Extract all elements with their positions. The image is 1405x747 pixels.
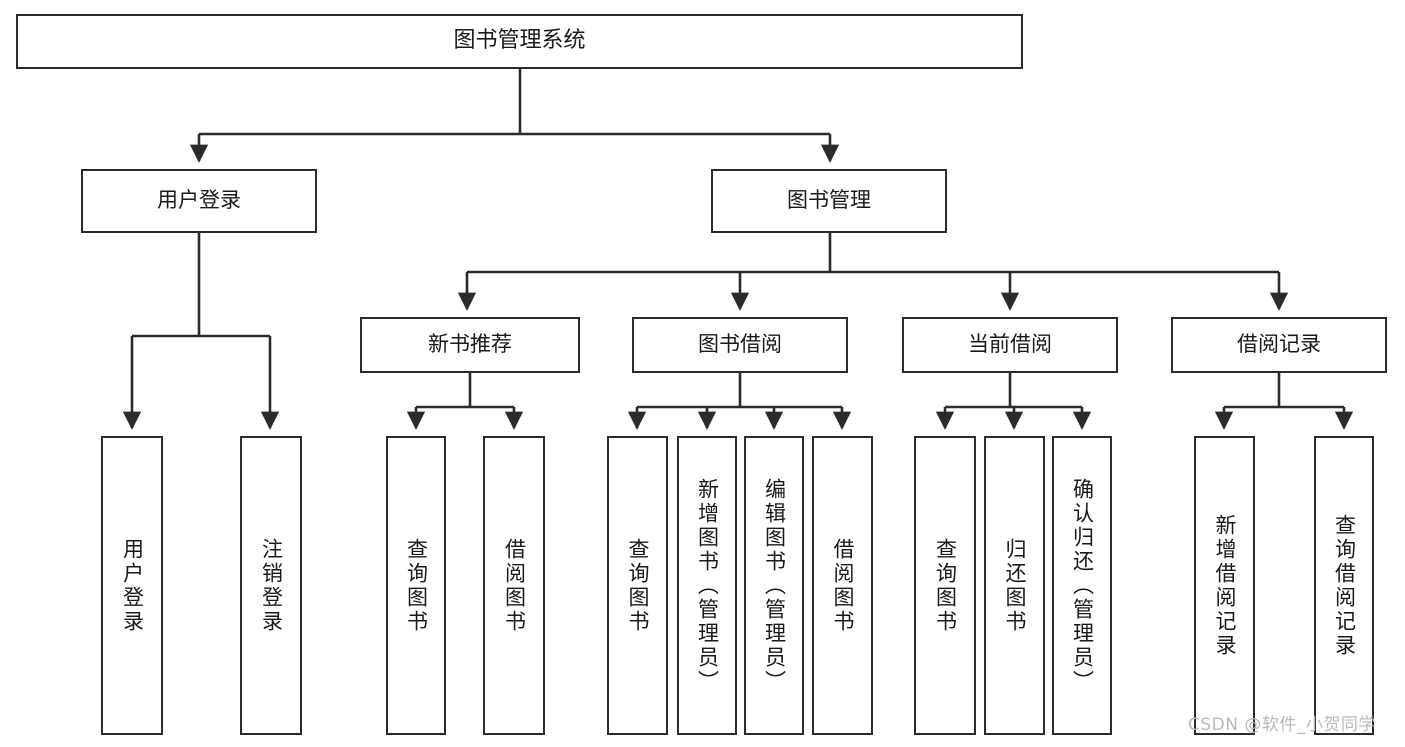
node-leaf-query-book-1-label: 查询图书 <box>404 537 429 634</box>
node-leaf-borrow-book-2-label: 借阅图书 <box>831 537 855 634</box>
node-leaf-edit-book[interactable]: 编辑图书（管理员） <box>744 436 804 735</box>
node-book-manage[interactable]: 图书管理 <box>711 169 947 233</box>
node-leaf-query-book-2[interactable]: 查询图书 <box>607 436 668 735</box>
node-book-borrow-label: 图书借阅 <box>698 332 782 357</box>
node-root-label: 图书管理系统 <box>453 28 586 54</box>
node-leaf-query-record[interactable]: 查询借阅记录 <box>1314 436 1374 735</box>
node-leaf-borrow-book-1[interactable]: 借阅图书 <box>483 436 545 735</box>
node-leaf-user-login-label: 用户登录 <box>120 537 145 634</box>
node-borrow-record-label: 借阅记录 <box>1237 332 1321 357</box>
node-leaf-add-record-label: 新增借阅记录 <box>1213 513 1237 658</box>
node-new-book-recommend[interactable]: 新书推荐 <box>360 317 580 373</box>
node-leaf-edit-book-label: 编辑图书（管理员） <box>762 477 787 694</box>
node-leaf-borrow-book-2[interactable]: 借阅图书 <box>812 436 873 735</box>
watermark-text: CSDN @软件_小贺同学 <box>1188 715 1376 735</box>
node-leaf-user-logout-label: 注销登录 <box>259 537 284 634</box>
node-leaf-query-book-2-label: 查询图书 <box>626 537 650 634</box>
node-user-login[interactable]: 用户登录 <box>81 169 317 233</box>
node-borrow-record[interactable]: 借阅记录 <box>1171 317 1387 373</box>
node-leaf-confirm-return-label: 确认归还（管理员） <box>1070 477 1095 694</box>
node-leaf-return-book-label: 归还图书 <box>1003 537 1027 634</box>
node-leaf-borrow-book-1-label: 借阅图书 <box>502 537 527 634</box>
node-leaf-user-logout[interactable]: 注销登录 <box>240 436 302 735</box>
node-leaf-query-book-3[interactable]: 查询图书 <box>914 436 976 735</box>
node-current-borrow-label: 当前借阅 <box>968 332 1052 357</box>
node-leaf-query-record-label: 查询借阅记录 <box>1332 513 1357 658</box>
node-leaf-user-login[interactable]: 用户登录 <box>101 436 163 735</box>
node-current-borrow[interactable]: 当前借阅 <box>902 317 1118 373</box>
node-leaf-confirm-return[interactable]: 确认归还（管理员） <box>1052 436 1112 735</box>
node-user-login-label: 用户登录 <box>157 188 241 213</box>
node-leaf-return-book[interactable]: 归还图书 <box>984 436 1045 735</box>
node-leaf-add-book[interactable]: 新增图书（管理员） <box>677 436 737 735</box>
node-book-manage-label: 图书管理 <box>787 188 871 213</box>
node-leaf-add-record[interactable]: 新增借阅记录 <box>1194 436 1255 735</box>
node-leaf-query-book-1[interactable]: 查询图书 <box>386 436 446 735</box>
node-new-book-recommend-label: 新书推荐 <box>428 332 512 357</box>
node-leaf-add-book-label: 新增图书（管理员） <box>695 477 720 694</box>
node-root[interactable]: 图书管理系统 <box>16 14 1023 69</box>
node-leaf-query-book-3-label: 查询图书 <box>933 537 958 634</box>
node-book-borrow[interactable]: 图书借阅 <box>632 317 848 373</box>
